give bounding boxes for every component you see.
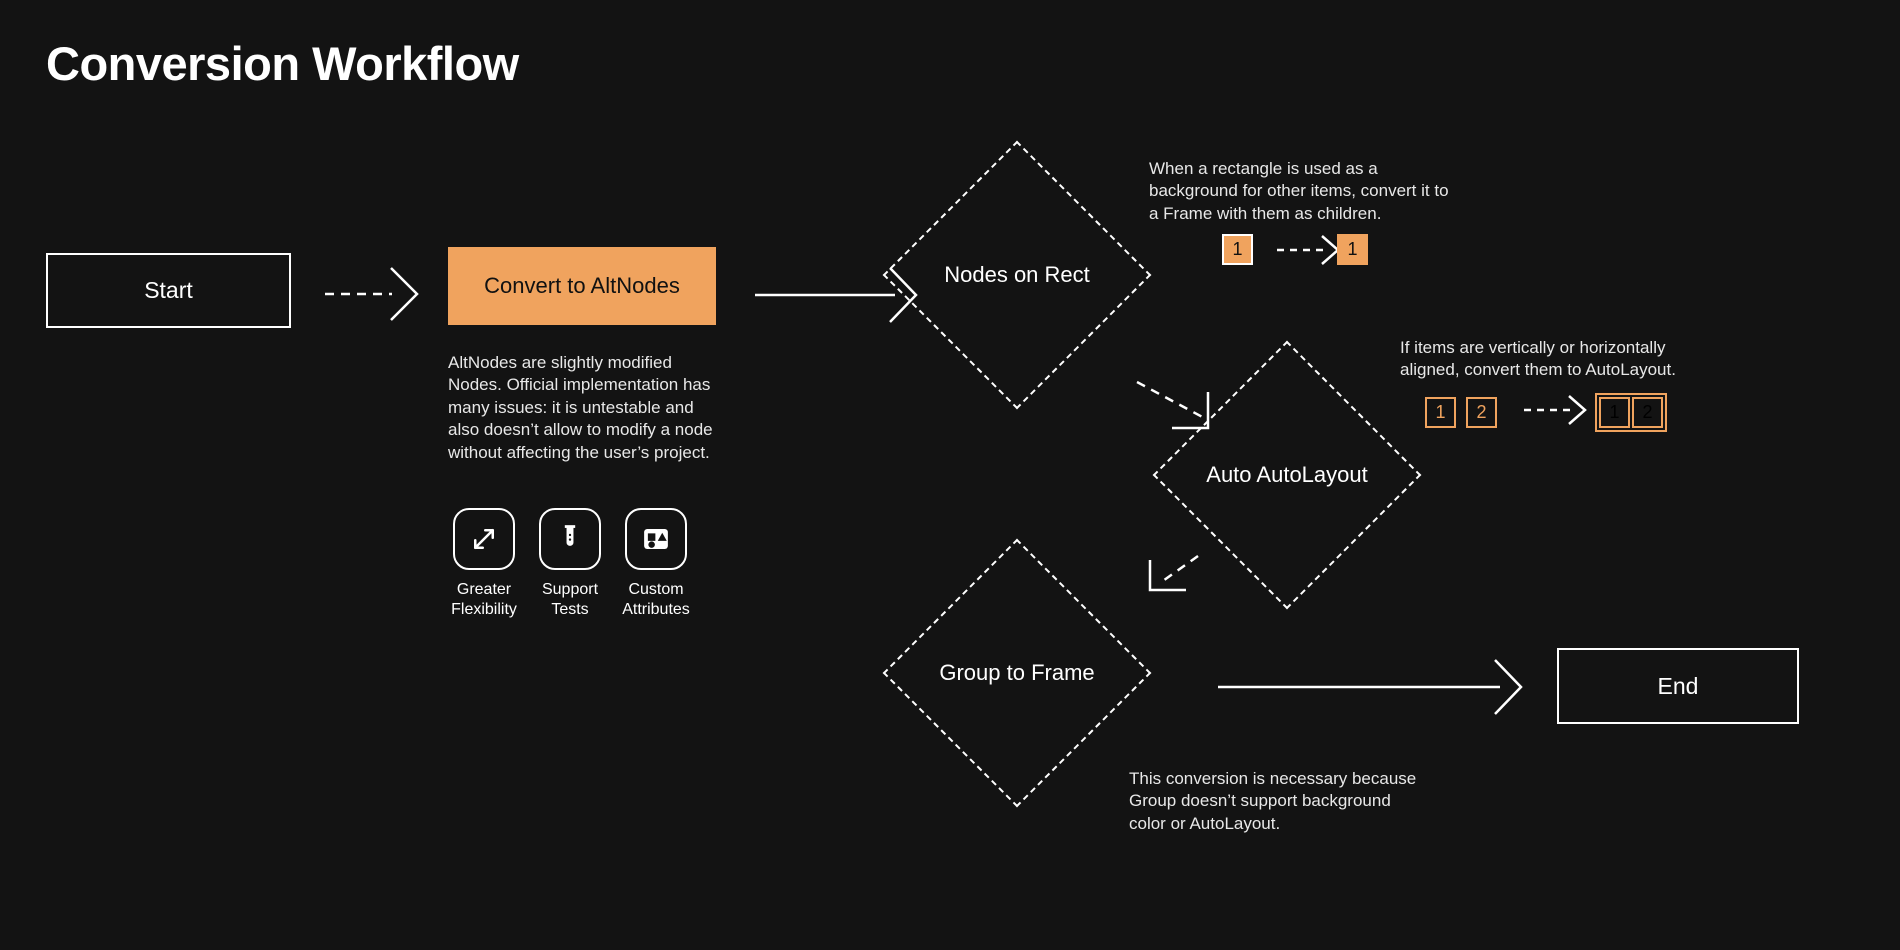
feature-support-tests: Support Tests [538,508,602,619]
badge-after-1: 1 [1337,234,1368,265]
feature-greater-flexibility: Greater Flexibility [451,508,517,619]
node-start-label: Start [144,277,193,303]
feature-icon-frame [625,508,687,570]
feature-icon-frame [453,508,515,570]
feature-icon-frame [539,508,601,570]
page-title: Conversion Workflow [46,37,519,90]
annotation-auto-autolayout-text: If items are vertically or horizontally … [1400,338,1676,380]
badge-after-1: 1 [1599,397,1630,428]
node-group-to-frame[interactable]: Group to Frame [882,538,1152,808]
convert-description: AltNodes are slightly modified Nodes. Of… [448,353,713,462]
node-nodes-on-rect[interactable]: Nodes on Rect [882,140,1152,410]
annotation-group-to-frame-text: This conversion is necessary because Gro… [1129,769,1417,833]
feature-label: Support Tests [541,581,599,618]
node-start[interactable]: Start [46,253,291,328]
test-tube-icon [564,525,576,546]
badge-after-2: 2 [1632,397,1663,428]
badge-before-1: 1 [1425,397,1456,428]
node-auto-autolayout[interactable]: Auto AutoLayout [1152,340,1422,610]
feature-label: Custom Attributes [622,581,690,618]
node-end-label: End [1657,672,1699,699]
connector-start-to-convert [325,267,419,321]
node-nodes-on-rect-label: Nodes on Rect [944,262,1090,287]
feature-label: Greater Flexibility [451,581,517,618]
badge-before-2: 2 [1466,397,1497,428]
annotation-nodes-on-rect-text: When a rectangle is used as a background… [1149,159,1449,223]
feature-list: Greater Flexibility Support Tests [451,508,690,619]
node-end[interactable]: End [1557,648,1799,724]
annotation-auto-autolayout-badges: 1 2 1 2 [1425,393,1667,432]
badge-group-after: 1 2 [1595,393,1667,432]
node-convert-to-altnodes[interactable]: Convert to AltNodes [448,247,716,325]
badge-before-1: 1 [1222,234,1253,265]
expand-arrows-icon [474,529,494,549]
feature-custom-attributes: Custom Attributes [622,508,690,619]
annotation-nodes-on-rect-badges: 1 1 [1222,234,1368,265]
node-auto-autolayout-label: Auto AutoLayout [1206,462,1368,487]
badge-group-before: 1 2 [1425,397,1497,428]
node-convert-label: Convert to AltNodes [484,273,680,298]
node-group-to-frame-label: Group to Frame [939,660,1095,685]
connector-grouptoframe-to-end [1218,659,1523,715]
shapes-icon [644,529,668,549]
